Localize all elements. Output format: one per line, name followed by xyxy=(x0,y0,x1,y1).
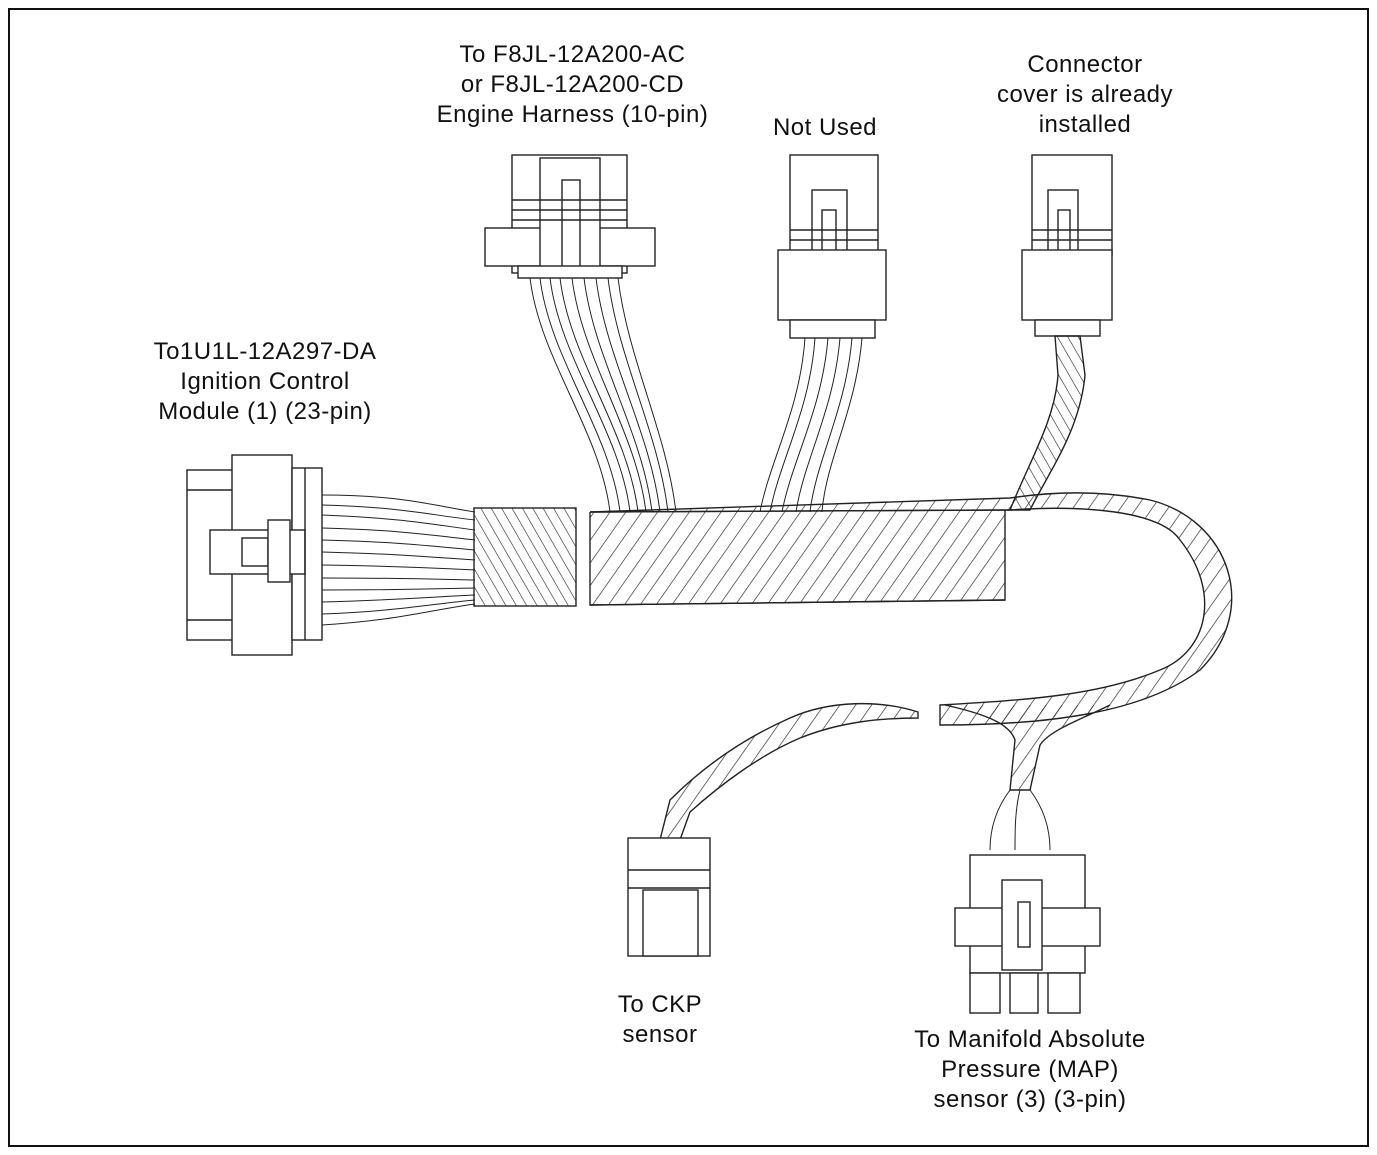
not-used-label: Not Used xyxy=(750,113,900,143)
engine-harness-label: To F8JL-12A200-AC or F8JL-12A200-CD Engi… xyxy=(400,40,745,130)
diagram-frame xyxy=(8,8,1369,1147)
connector-cover-label-line2: cover is already xyxy=(996,81,1174,108)
not-used-label-line1: Not Used xyxy=(772,114,878,141)
ckp-sensor-connector xyxy=(627,837,711,957)
map-sensor-label-line1: To Manifold Absolute xyxy=(914,1026,1146,1053)
harness-main-trunk xyxy=(589,492,1233,726)
connector-cover-label-line3: installed xyxy=(1038,111,1132,138)
map-sensor-label: To Manifold Absolute Pressure (MAP) sens… xyxy=(885,1025,1175,1115)
connector-cover-label: Connector cover is already installed xyxy=(975,50,1195,140)
engine-harness-label-line2: or F8JL-12A200-CD xyxy=(460,71,685,98)
ckp-sensor-label-line1: To CKP xyxy=(617,991,703,1018)
ckp-sensor-label-line2: sensor xyxy=(622,1021,698,1048)
engine-harness-label-line3: Engine Harness (10-pin) xyxy=(436,101,709,128)
map-sensor-label-line3: sensor (3) (3-pin) xyxy=(933,1086,1127,1113)
ignition-module-label-line2: Ignition Control xyxy=(180,368,350,395)
engine-harness-wires xyxy=(529,277,677,513)
not-used-connector xyxy=(777,154,887,339)
engine-harness-label-line1: To F8JL-12A200-AC xyxy=(459,41,686,68)
ignition-module-label-line1: To1U1L-12A297-DA xyxy=(153,338,377,365)
module-wire-fan xyxy=(321,494,476,626)
covered-connector xyxy=(1021,154,1113,337)
covered-connector-branch xyxy=(1008,335,1086,511)
ignition-module-label: To1U1L-12A297-DA Ignition Control Module… xyxy=(115,337,415,427)
map-sensor-connector xyxy=(954,789,1101,1014)
not-used-wires xyxy=(759,337,863,513)
ckp-sensor-label: To CKP sensor xyxy=(585,990,735,1050)
connector-cover-label-line1: Connector xyxy=(1027,51,1143,78)
engine-harness-connector xyxy=(484,154,656,279)
harness-trunk-segment-1 xyxy=(473,507,577,607)
map-sensor-label-line2: Pressure (MAP) xyxy=(941,1056,1119,1083)
ignition-module-connector xyxy=(186,454,323,656)
ignition-module-label-line3: Module (1) (23-pin) xyxy=(158,398,372,425)
